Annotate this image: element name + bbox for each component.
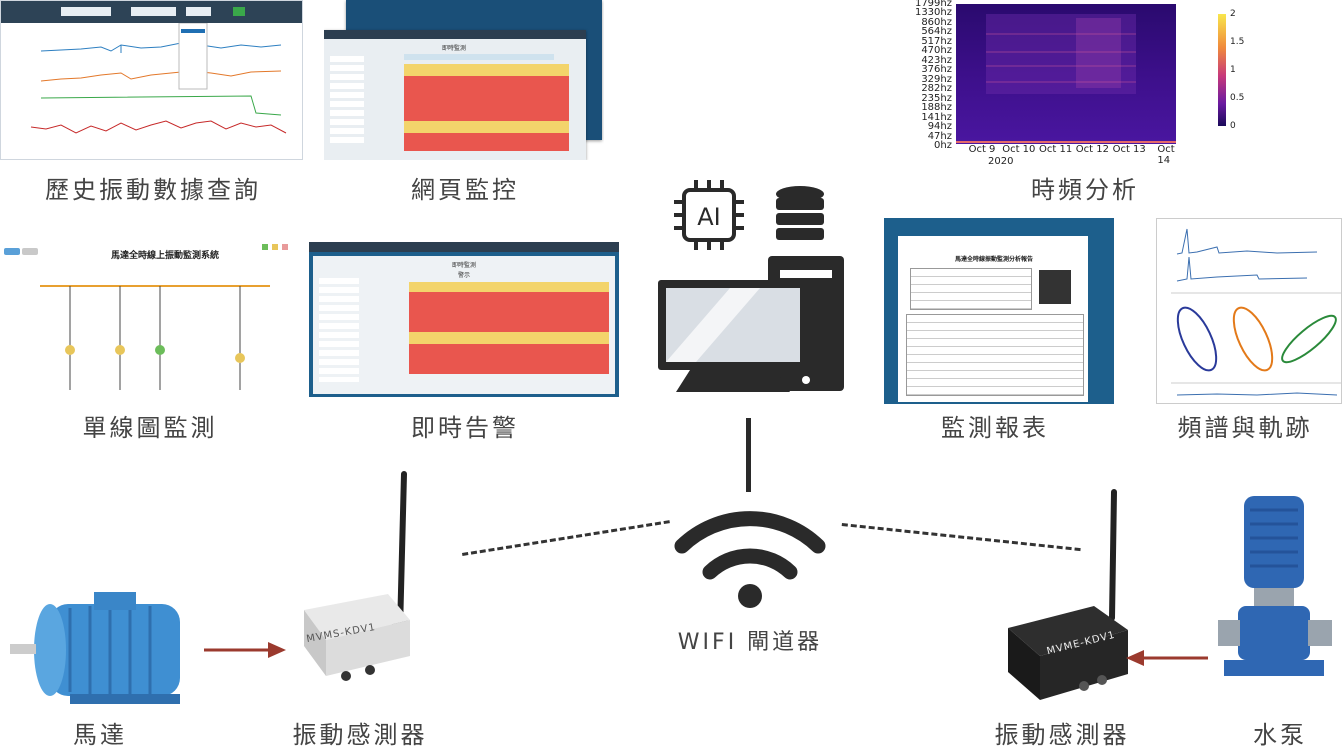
label-web-monitor: 網頁監控 [411,176,519,204]
ai-chip-label: AI [697,203,721,231]
sensor-right-image [1008,489,1128,700]
ai-chip-icon [674,180,744,250]
gateway-stem [746,418,751,492]
tf-heatmap [956,4,1176,144]
tf-x-tick: Oct 12 [1075,144,1109,155]
realtime-alarm-screenshot: 即時監測 警示 [309,242,619,397]
label-sensor-right: 振動感測器 [994,721,1130,749]
label-single-line: 單線圖監測 [82,414,218,442]
computer-illustration: AI [658,180,844,392]
tf-x-tick: Oct 11 [1038,144,1073,155]
history-lines [30,23,287,134]
tf-y-tick: 376hz [921,64,952,76]
tf-colorbar-tick: 0.5 [1230,93,1245,103]
pump-image [1218,496,1332,676]
tf-colorbar [1218,14,1226,126]
sensor-left-image [304,471,410,681]
link-left [462,520,670,556]
tf-y-tick: 517hz [921,35,952,47]
tf-y-tick: 564hz [921,26,952,38]
tf-x-tick: Oct 13 [1112,144,1146,155]
report-screenshot: 馬達全時線振動監測分析報告 [884,218,1114,404]
tf-x-tick: Oct 10 [1002,144,1036,155]
label-report: 監測報表 [941,414,1049,442]
tf-y-tick: 282hz [921,83,952,95]
tf-y-tick: 1330hz [914,7,952,19]
label-motor: 馬達 [73,721,127,749]
label-realtime-alarm: 即時告警 [411,414,519,442]
tf-y-tick: 329hz [921,73,952,85]
arrow-pump-to-sensor [1126,650,1208,666]
web-monitor-screenshot: 即時監測 [324,0,604,160]
tf-y-tick: 188hz [921,102,952,114]
web-front-window: 即時監測 [324,30,586,160]
tf-y-tick: 423hz [921,54,952,66]
single-line-screenshot: 馬達全時線上振動監測系統 [0,240,300,400]
tf-x-tick: Oct 9 [968,144,996,155]
label-sensor-left: 振動感測器 [292,721,428,749]
tf-y-tick: 94hz [927,121,952,133]
tf-year: 2020 [988,156,1014,165]
tf-y-tick: 141hz [921,111,952,123]
tf-y-tick: 47hz [927,130,952,142]
tf-colorbar-tick: 0 [1230,121,1236,131]
monitor-icon [658,280,808,392]
label-time-frequency: 時頻分析 [1031,176,1139,204]
tf-colorbar-tick: 1 [1230,65,1236,75]
database-icon [776,186,824,240]
history-toolbar [1,1,302,23]
tf-y-tick: 235hz [921,92,952,104]
tf-colorbar-tick: 1.5 [1230,37,1245,47]
tf-y-tick: 0hz [934,140,952,151]
history-screenshot [0,0,303,160]
spectrum-orbit-screenshot [1156,218,1342,404]
label-history: 歷史振動數據查詢 [45,176,261,204]
tf-x-tick: Oct 14 [1157,144,1175,165]
arrow-motor-to-sensor [204,642,286,658]
tf-colorbar-tick: 2 [1230,9,1236,19]
label-spectrum-orbit: 頻譜與軌跡 [1177,414,1313,442]
tf-y-tick: 1799hz [914,0,952,9]
tf-y-tick: 470hz [921,45,952,57]
tf-y-tick: 860hz [921,16,952,28]
label-pump: 水泵 [1253,721,1307,749]
label-gateway: WIFI 閘道器 [677,630,823,655]
tf-colorbar-ticks: 2 1.5 1 0.5 0 [1230,9,1245,131]
motor-image [10,592,180,704]
wifi-icon [674,511,826,608]
